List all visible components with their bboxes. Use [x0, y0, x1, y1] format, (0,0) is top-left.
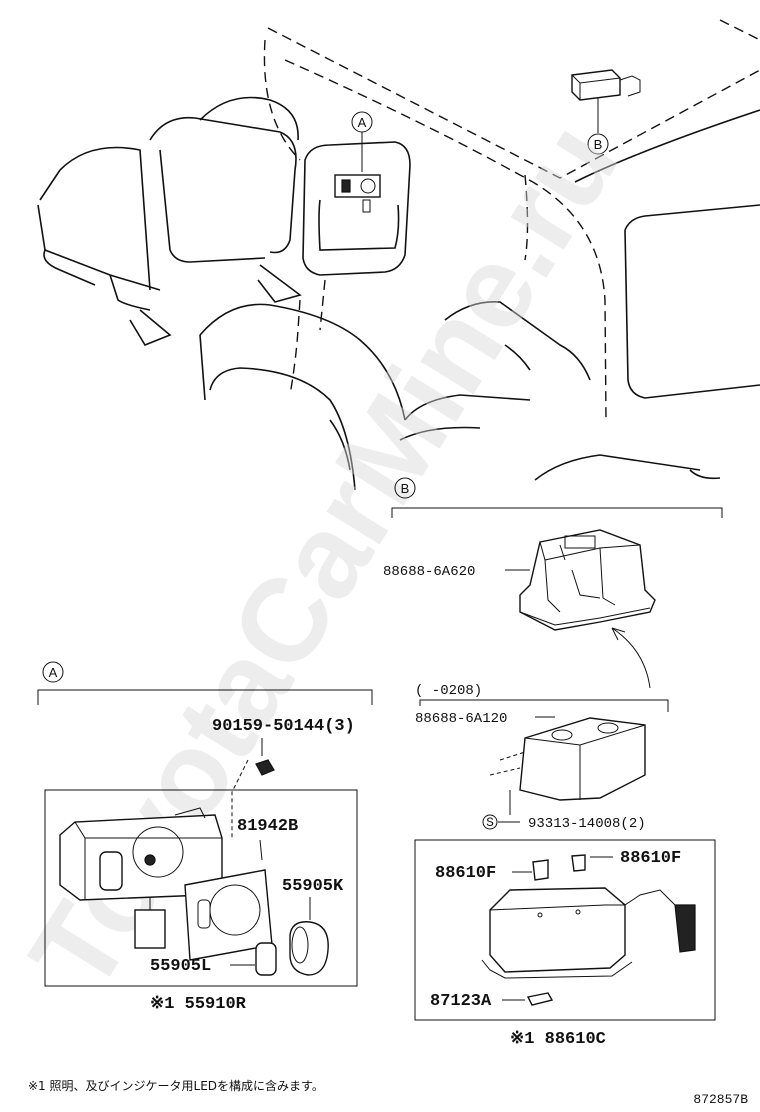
- vehicle-interior-illustration: [37, 19, 760, 491]
- footnote: ※1 照明、及びインジケータ用LEDを構成に含みます。: [28, 1078, 324, 1093]
- callout-a-top-label: A: [358, 115, 367, 130]
- label-55910R: ※1 55910R: [150, 995, 247, 1014]
- callout-b-top-label: B: [594, 137, 603, 152]
- callout-b-section-label: B: [401, 481, 410, 496]
- callout-a-section-label: A: [49, 665, 58, 680]
- label-88688-6A620: 88688-6A620: [383, 564, 475, 580]
- label-55905L: 55905L: [150, 957, 211, 976]
- label-55905K: 55905K: [282, 877, 344, 896]
- section-b: B 88688-6A620 ( -0208) 88688-6A120 S 933…: [383, 477, 723, 1049]
- label-88610C: ※1 88610C: [510, 1030, 606, 1049]
- label-range-note: ( -0208): [415, 683, 482, 699]
- section-a: A 90159-50144(3) 81942B 55905K 55905L ※1…: [37, 661, 373, 1014]
- small-light-top-right: B: [571, 69, 641, 155]
- label-88610F-left: 88610F: [435, 864, 496, 883]
- label-87123A: 87123A: [430, 992, 492, 1011]
- label-81942B: 81942B: [237, 817, 298, 836]
- label-93313-14008: 93313-14008(2): [528, 816, 646, 832]
- symbol-s: S: [486, 815, 494, 830]
- callout-a-top: A: [351, 111, 373, 172]
- label-88688-6A120: 88688-6A120: [415, 711, 507, 727]
- label-88610F-right: 88610F: [620, 849, 681, 868]
- label-90159-50144: 90159-50144(3): [212, 717, 355, 736]
- drawing-code: 872857B: [693, 1092, 748, 1107]
